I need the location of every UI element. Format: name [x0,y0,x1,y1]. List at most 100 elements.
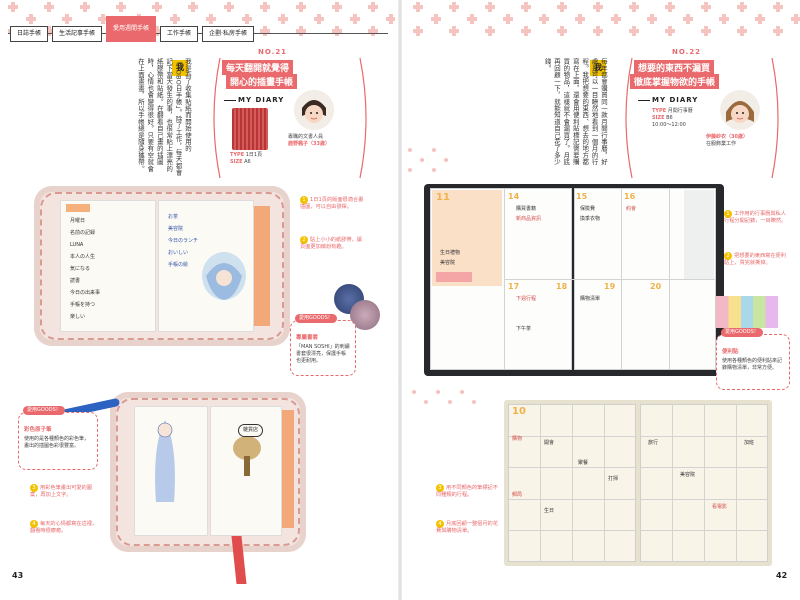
right-avatar [720,90,760,130]
left-illustration-tree [233,436,261,476]
left-spec: TYPE 1日1頁 SIZE A6 [230,152,263,165]
decor-cross [485,2,495,12]
decor-cross [386,14,395,24]
calendar-entry: 購物清單 [580,296,601,302]
right-profile-desc: 在服飾業工作 [706,141,737,147]
left-pouch-zipper-1 [40,192,284,340]
calendar-entry: 開會 [544,440,555,446]
decor-cross [350,14,360,24]
decor-cross [485,26,495,36]
handwriting-line: 今日のランチ [168,238,199,244]
calendar-entry: 換季衣物 [580,216,601,222]
left-bubble: 雑貨店 [238,424,264,437]
decor-cross [44,2,54,12]
right-my-diary-label: MY DIARY [637,96,699,104]
calendar-entry: 購物 [512,436,523,442]
decor-cross [116,2,126,12]
decor-cross [539,14,549,24]
decor-cross [737,2,747,12]
header-pattern-left [0,0,395,44]
handwriting-line: 美容院 [168,226,184,232]
decor-cross [593,26,603,36]
calendar-entry: 下午茶 [516,326,532,332]
decor-cross [611,14,621,24]
handwriting-line: 月曜日 [70,218,86,224]
left-profile-desc: 專職的文書人員 [288,134,324,140]
decor-cross [170,14,180,24]
decor-cross [773,26,783,36]
calendar-entry: 生日禮物 [440,250,461,256]
decor-cross [8,2,18,12]
decor-cross [431,14,441,24]
calendar-gridline [572,404,573,562]
decor-cross [701,26,711,36]
decor-cross [503,14,513,24]
handwriting-line: 楽しい [70,314,86,320]
handwriting-line: 手帳の絵 [168,262,189,268]
tab-1[interactable]: 生活記事手帳 [52,26,103,42]
decor-cross [647,14,657,24]
calendar-entry: 聚餐 [578,460,589,466]
calendar-gridline [604,404,605,562]
right-title-2: 徹底掌握物欲的手帳 [630,74,720,89]
decor-cross [629,2,639,12]
left-title-2: 開心的插畫手帳 [226,74,298,89]
left-illustration-figure [155,420,175,502]
decor-cross [368,26,378,36]
left-page-number: 43 [12,571,24,580]
right-page-number: 42 [776,571,788,580]
decor-cross [314,14,324,24]
decor-cross [296,26,306,36]
decor-cross [224,2,234,12]
right-body-text: 每年都會購買同一款月間行事曆，好處是可以一目瞭然地看到一個月的行程。我把想要的東… [543,58,608,166]
decor-cross [368,2,378,12]
handwriting-line: おいしい [168,250,189,256]
calendar-gridline [504,279,716,280]
handwriting-line: LUNA [70,242,84,248]
decor-cross [521,26,531,36]
tab-0[interactable]: 日誌手帳 [10,26,49,42]
decor-cross [575,14,585,24]
right-title-1: 想要的東西不漏買 [634,60,715,75]
decor-cross [278,14,288,24]
decor-cross [332,26,342,36]
right-calendar-1-tabs [684,190,714,280]
tab-3[interactable]: 工作手帳 [160,26,199,42]
decor-cross [260,2,270,12]
calendar-entry: 保險費 [580,206,596,212]
decor-cross [152,26,162,36]
decor-cross [26,14,36,24]
decor-cross [557,26,567,36]
tab-4[interactable]: 企劃‧私房手帳 [202,26,254,42]
right-profile: 伊藤紗衣（30歲） 在服飾業工作 [706,134,776,148]
decor-cross [413,2,423,12]
left-profile: 專職的文書人員 鹿野楓子（33歲） [288,134,354,148]
calendar-entry: 新商品資訊 [516,216,542,222]
decor-cross [242,14,252,24]
left-product-photo [232,108,268,150]
calendar-entry: 美容院 [680,472,696,478]
decor-dots-1 [408,148,448,172]
calendar-gridline [672,404,673,562]
calendar-entry: 旅行 [648,440,659,446]
right-entry-number: NO.22 [672,48,702,56]
right-spec: TYPE 月間行事曆 SIZE B6 10:00〜12:00 [652,108,693,128]
right-calendar-1-mini [432,190,502,286]
left-tab-strip-1 [254,206,270,326]
left-badge: 我 [172,60,188,76]
tab-2-active[interactable]: 愛用週間手帳 [106,16,157,42]
right-title-brackets [625,57,779,179]
decor-cross [593,2,603,12]
calendar-entry: 加班 [744,440,755,446]
decor-cross [773,2,783,12]
right-sticky-1 [436,272,472,282]
decor-cross [467,14,477,24]
calendar-day-number: 15 [576,192,588,201]
decor-cross [152,2,162,12]
calendar-gridline [540,404,541,562]
calendar-entry: 看電影 [712,504,728,510]
